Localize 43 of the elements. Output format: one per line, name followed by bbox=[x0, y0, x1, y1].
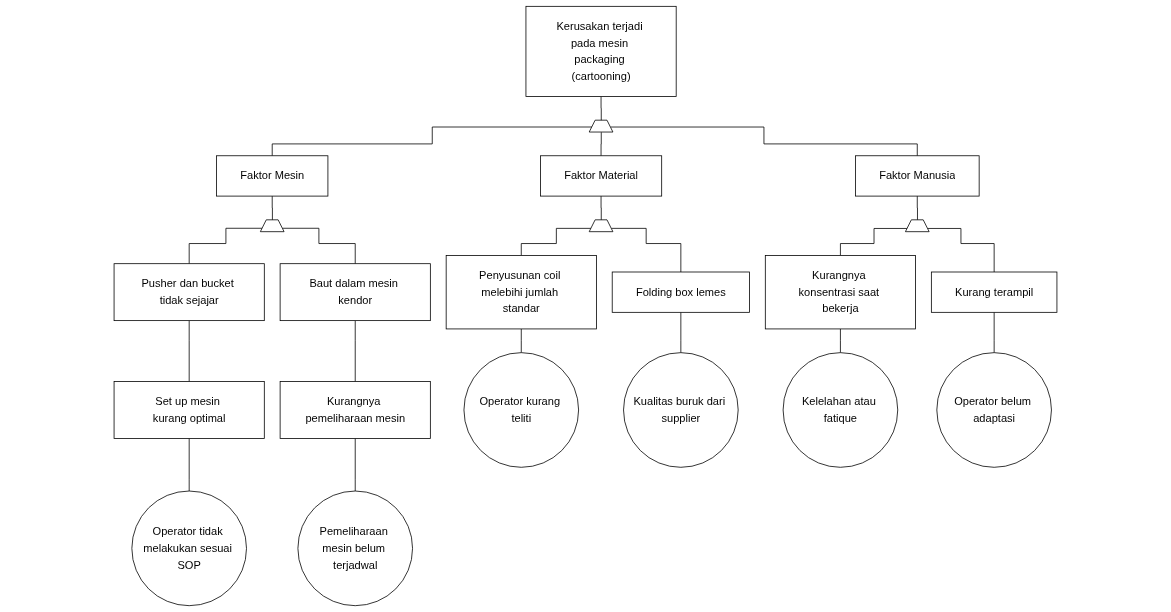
node-box: Faktor Material bbox=[540, 155, 663, 197]
node-circle: Operator kurang teliti bbox=[463, 352, 579, 468]
node-gate bbox=[905, 219, 930, 233]
node-box: Faktor Mesin bbox=[216, 155, 329, 197]
node-gate bbox=[588, 219, 614, 233]
connector bbox=[610, 126, 918, 157]
node-box: Kurang terampil bbox=[930, 271, 1058, 313]
connector bbox=[611, 227, 682, 273]
connector bbox=[271, 195, 273, 221]
connector bbox=[927, 228, 995, 273]
connector bbox=[600, 132, 602, 157]
node-circle: Kualitas buruk dari supplier bbox=[623, 352, 739, 468]
node-box: Kurangnya pemeliharaan mesin bbox=[279, 381, 431, 439]
node-box: Kurangnya konsentrasi saat bekerja bbox=[764, 255, 916, 330]
node-box: Faktor Manusia bbox=[855, 155, 980, 197]
connector bbox=[520, 328, 522, 354]
connector bbox=[188, 227, 264, 265]
node-box: Kerusakan terjadi pada mesin packaging (cartooning) bbox=[525, 5, 677, 97]
connector bbox=[354, 320, 356, 382]
connector bbox=[188, 438, 190, 492]
connector bbox=[520, 227, 592, 256]
connector bbox=[354, 438, 356, 492]
connector bbox=[916, 195, 919, 221]
node-circle: Operator tidak melakukan sesuai SOP bbox=[131, 490, 247, 607]
connector bbox=[600, 195, 602, 221]
connector bbox=[282, 227, 356, 265]
node-circle: Pemeliharaan mesin belum terjadwal bbox=[297, 490, 413, 607]
node-box: Pusher dan bucket tidak sejajar bbox=[113, 263, 265, 322]
node-gate bbox=[588, 119, 614, 133]
connector bbox=[680, 311, 682, 354]
connector bbox=[188, 320, 190, 382]
connector bbox=[271, 126, 593, 157]
node-gate bbox=[259, 219, 285, 233]
connector bbox=[600, 96, 602, 121]
node-circle: Kelelahan atau fatique bbox=[782, 352, 899, 468]
node-box: Set up mesin kurang optimal bbox=[113, 381, 265, 439]
connector bbox=[840, 228, 908, 256]
connector bbox=[840, 328, 841, 354]
node-box: Penyusunan coil melebihi jumlah standar bbox=[445, 255, 597, 330]
connector bbox=[993, 311, 995, 354]
node-circle: Operator belum adaptasi bbox=[936, 352, 1052, 468]
node-box: Folding box lemes bbox=[611, 271, 750, 313]
node-box: Baut dalam mesin kendor bbox=[279, 263, 431, 322]
